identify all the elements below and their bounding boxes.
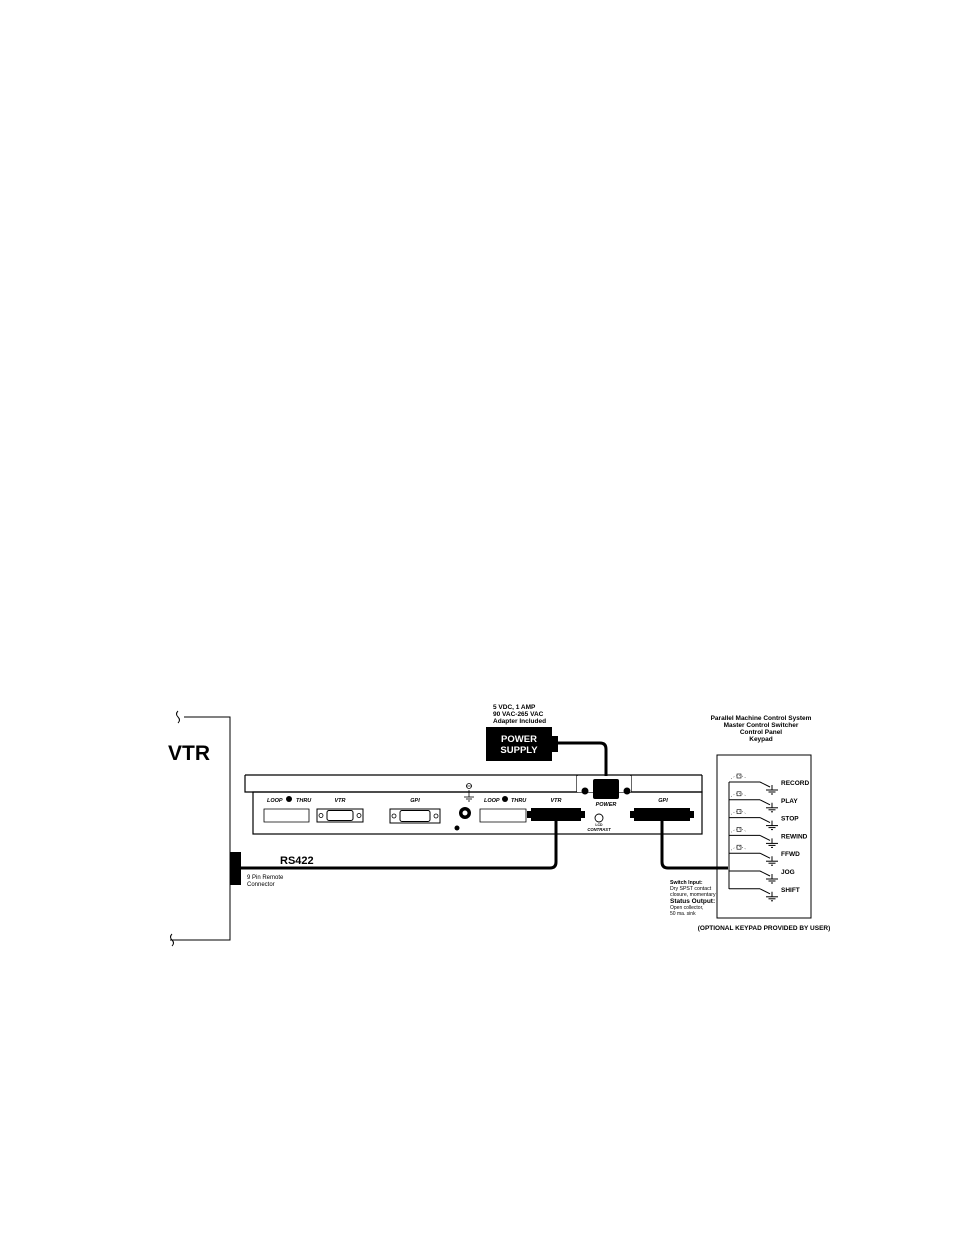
keypad-title-1: Parallel Machine Control System xyxy=(711,715,812,722)
status-heading: Status Output: xyxy=(670,898,715,905)
vtr-9pin-connector xyxy=(316,808,364,823)
loop-label-left: LOOP xyxy=(267,798,283,804)
rs422-cable-line xyxy=(241,820,558,870)
power-supply-box xyxy=(486,727,552,761)
ground-icon xyxy=(766,860,778,866)
ground-icon xyxy=(766,896,778,902)
switch-label: REWIND xyxy=(781,833,808,840)
switch-row-shift: SHIFT xyxy=(729,887,800,902)
switch-label: FFWD xyxy=(781,851,800,858)
vtr-remote-port xyxy=(230,852,241,885)
gpi-15pin-connector xyxy=(389,808,441,824)
rear-panel: LOOP THRU VTR GPI xyxy=(244,774,703,835)
power-supply-label-1: POWER xyxy=(501,734,537,745)
lcd-contrast-knob xyxy=(594,813,604,823)
keypad-footer: (OPTIONAL KEYPAD PROVIDED BY USER) xyxy=(698,925,831,932)
power-port-label: POWER xyxy=(596,802,617,808)
switch-note-line-2: closure, momentary xyxy=(670,892,716,898)
switch-row-rewind: REWIND xyxy=(729,827,808,848)
gpi-port-label-center: GPI xyxy=(410,798,420,804)
ground-icon xyxy=(766,878,778,884)
vtr-port-connector-right xyxy=(527,808,585,821)
keypad-switches: RECORD PLAY STOP REWIND FFWD JOG SHIFT xyxy=(729,773,809,902)
keycap-icon xyxy=(730,809,748,815)
keypad-title-2: Master Control Switcher xyxy=(724,722,799,729)
power-connector xyxy=(581,779,631,799)
keycap-icon xyxy=(730,773,748,780)
switch-label: SHIFT xyxy=(781,887,800,894)
status-line-1: Open collector, xyxy=(670,905,703,911)
panel-top-edge xyxy=(244,774,703,793)
switch-row-stop: STOP xyxy=(729,809,799,831)
vtr-port-label-right: VTR xyxy=(551,798,562,804)
ground-icon xyxy=(766,842,778,848)
thru-label-left: THRU xyxy=(296,798,312,804)
thru-label-right: THRU xyxy=(511,798,527,804)
power-supply: 5 VDC, 1 AMP 90 VAC-265 VAC Adapter Incl… xyxy=(486,704,608,780)
vtr-port-label-left: VTR xyxy=(335,798,346,804)
keypad-frame xyxy=(716,754,812,919)
switch-label: STOP xyxy=(781,816,799,823)
switch-row-ffwd: FFWD xyxy=(729,844,800,866)
vtr-device: VTR 9 Pin Remote Connector xyxy=(168,710,284,947)
gpi-cable-line xyxy=(660,820,728,870)
rs422-label: RS422 xyxy=(280,855,314,867)
switch-label: RECORD xyxy=(781,780,809,787)
vtr-outline xyxy=(170,716,231,941)
power-spec-line-2: 90 VAC-265 VAC xyxy=(493,711,544,718)
power-spec-line-1: 5 VDC, 1 AMP xyxy=(493,704,536,711)
ground-icon xyxy=(464,783,474,802)
lcd-label: LCD xyxy=(595,823,603,827)
vtr-title: VTR xyxy=(168,742,210,765)
vtr-break-mark-bottom xyxy=(170,933,174,947)
remote-connector-label-1: 9 Pin Remote xyxy=(247,875,284,881)
power-supply-plug xyxy=(552,736,558,752)
keycap-icon xyxy=(730,827,748,833)
panel-body xyxy=(252,791,703,835)
vtr-break-mark-top xyxy=(176,710,180,724)
power-spec-line-3: Adapter Included xyxy=(493,718,546,725)
gpi-port-label-right: GPI xyxy=(658,798,668,804)
power-supply-label-2: SUPPLY xyxy=(500,745,538,756)
status-line-2: 50 ma. sink xyxy=(670,911,696,917)
ground-icon xyxy=(766,807,778,813)
keypad: Parallel Machine Control System Master C… xyxy=(670,715,830,932)
keypad-title-3: Control Panel xyxy=(740,729,782,736)
switch-row-jog: JOG xyxy=(729,869,795,884)
remote-connector-label-2: Connector xyxy=(247,882,275,888)
panel-indicator-dot xyxy=(454,825,460,831)
switch-note-line-1: Dry SPST contact xyxy=(670,886,712,892)
switch-row-play: PLAY xyxy=(729,791,798,813)
power-cable-line xyxy=(558,741,608,780)
rs422-cable: RS422 xyxy=(241,820,558,870)
loop-label-right: LOOP xyxy=(484,798,500,804)
keypad-title-4: Keypad xyxy=(749,736,773,743)
switch-label: JOG xyxy=(781,869,795,876)
switch-row-record: RECORD xyxy=(729,773,809,795)
ground-icon xyxy=(766,825,778,831)
keycap-icon xyxy=(730,844,748,851)
loop-thru-connector-left xyxy=(263,808,310,823)
ground-icon xyxy=(766,789,778,795)
switch-label: PLAY xyxy=(781,798,798,805)
keycap-icon xyxy=(730,791,748,797)
contrast-label: CONTRAST xyxy=(587,827,611,832)
loop-thru-connector-right xyxy=(479,808,527,823)
loop-thru-dot-left xyxy=(286,796,292,802)
ground-jack xyxy=(459,807,471,819)
loop-thru-dot-right xyxy=(502,796,508,802)
gpi-port-connector-right xyxy=(630,808,694,821)
switch-note-heading: Switch Input: xyxy=(670,880,703,886)
